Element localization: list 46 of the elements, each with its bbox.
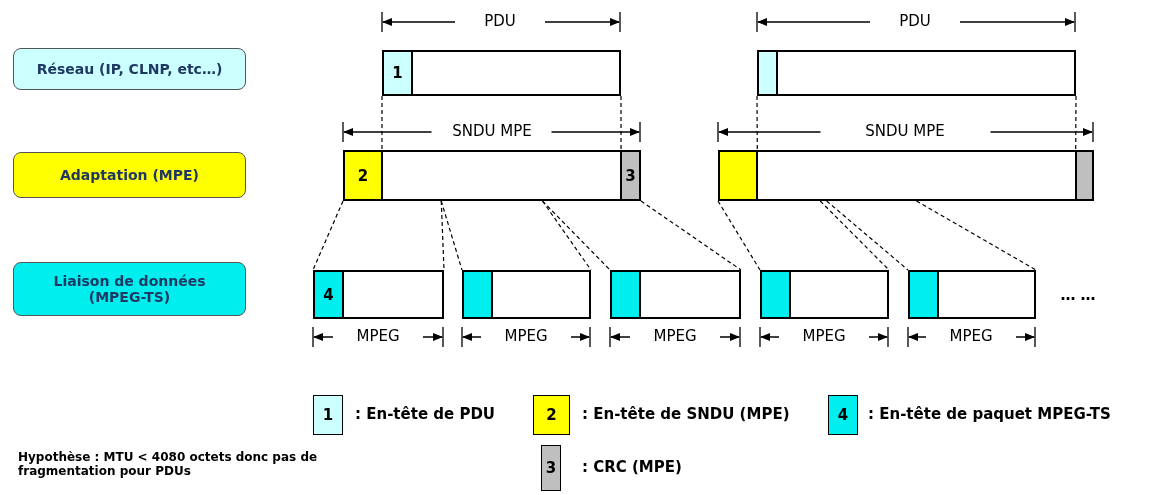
header-field [462,270,493,319]
legend-text: : CRC (MPE) [582,458,682,476]
legend-number: 4 [837,406,849,424]
payload-field [411,50,621,96]
legend-number: 2 [546,406,557,424]
connector-line [541,200,611,271]
crc-field [1075,150,1094,201]
connector-line [819,200,890,271]
payload-field [491,270,591,319]
connector-line [312,200,344,271]
connector-line [826,200,909,271]
payload-field [342,270,444,319]
connector-line [541,200,592,271]
header-field: 1 [382,50,413,96]
header-field [760,270,791,319]
legend-text: : En-tête de paquet MPEG-TS [868,405,1111,423]
header-field [718,150,758,201]
legend-number: 1 [322,406,334,424]
connector-line [381,95,383,151]
header-field [757,50,778,96]
payload-field [381,150,622,201]
connector-line [640,200,742,271]
payload-field [937,270,1036,319]
payload-field [789,270,889,319]
connector-line [620,95,622,151]
connector-line [717,200,761,271]
legend-number: 3 [545,459,557,477]
connector-line [756,95,758,151]
header-field [610,270,641,319]
crc-field: 3 [620,150,641,201]
layer-label: Liaison de données (MPEG-TS) [13,262,246,316]
header-field [908,270,939,319]
header-field: 4 [313,270,344,319]
connector-line [1075,95,1077,151]
layer-label: Adaptation (MPE) [13,152,246,198]
ellipsis-text: … … [1059,286,1097,304]
legend-text: : En-tête de PDU [355,405,496,423]
legend-text: : En-tête de SNDU (MPE) [582,405,790,423]
connector-line [440,200,463,271]
note-text: Hypothèse : MTU < 4080 octets donc pas de fragmentation pour PDUs [18,450,318,478]
payload-field [639,270,741,319]
payload-field [776,50,1076,96]
connector-line [915,200,1037,271]
payload-field [756,150,1077,201]
layer-label: Réseau (IP, CLNP, etc…) [13,48,246,90]
header-field: 2 [343,150,383,201]
